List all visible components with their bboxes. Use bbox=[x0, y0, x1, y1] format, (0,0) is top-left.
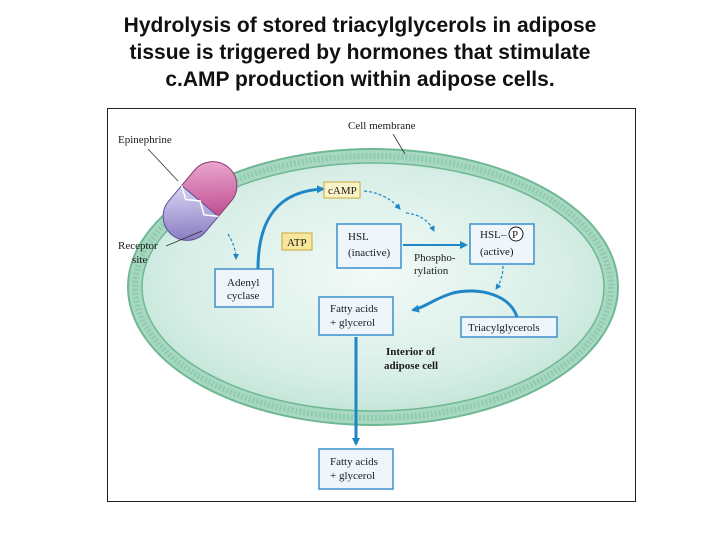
cyclase-to-camp-arrow bbox=[256, 185, 325, 270]
hsl-active-dash: – bbox=[500, 229, 507, 241]
phosphate-label: P bbox=[512, 229, 518, 241]
adenyl-cyclase-box bbox=[214, 268, 274, 308]
receptor-to-cyclase-arrow bbox=[227, 233, 239, 260]
fatty-acids-inside-label-1: Fatty acids bbox=[330, 303, 378, 315]
fatty-acids-outside-label-1: Fatty acids bbox=[330, 456, 378, 468]
triacylglycerols-label: Triacylglycerols bbox=[468, 322, 540, 334]
adenyl-cyclase-label-2: cyclase bbox=[227, 290, 259, 302]
epinephrine-molecule bbox=[162, 161, 238, 241]
atp-label: ATP bbox=[287, 237, 307, 249]
hsl-to-hydrolysis-arrow bbox=[495, 265, 504, 290]
epinephrine-leader bbox=[147, 148, 179, 182]
cell-membrane-leader bbox=[392, 133, 406, 155]
fatty-acids-outside-label-2: + glycerol bbox=[330, 470, 375, 482]
hsl-inactive-label-2: (inactive) bbox=[348, 247, 390, 259]
triacylglycerols-box bbox=[460, 316, 558, 338]
diagram-svg: Epinephrine Cell membrane Receptor site … bbox=[118, 120, 619, 490]
fatty-acids-inside-label-2: + glycerol bbox=[330, 317, 375, 329]
epinephrine-label: Epinephrine bbox=[118, 134, 172, 146]
camp-to-phospho-arrow-2 bbox=[405, 212, 435, 232]
receptor-site-label-1: Receptor bbox=[118, 240, 158, 252]
phosphorylation-label-2: rylation bbox=[414, 265, 449, 277]
phosphate-circle bbox=[508, 226, 524, 242]
fatty-acids-outside-box bbox=[318, 448, 394, 490]
atp-box bbox=[281, 232, 313, 251]
lipolysis-diagram: Epinephrine Cell membrane Receptor site … bbox=[107, 108, 636, 502]
interior-label-2: adipose cell bbox=[384, 360, 438, 372]
adenyl-cyclase-label-1: Adenyl bbox=[227, 277, 259, 289]
receptor-site-label-2: site bbox=[132, 254, 147, 266]
phosphorylation-label-1: Phospho- bbox=[414, 252, 456, 264]
slide-title: Hydrolysis of stored triacylglycerols in… bbox=[60, 12, 660, 93]
hsl-active-box bbox=[469, 223, 535, 265]
hsl-inactive-label-1: HSL bbox=[348, 231, 369, 243]
hydrolysis-arrow bbox=[411, 289, 520, 322]
fatty-acids-inside-box bbox=[318, 296, 394, 336]
receptor-site-leader bbox=[165, 230, 203, 247]
camp-box bbox=[323, 181, 361, 199]
hsl-inactive-box bbox=[336, 223, 402, 269]
camp-to-phospho-arrow-1 bbox=[363, 190, 401, 210]
camp-label: cAMP bbox=[328, 185, 357, 197]
cell-membrane-band bbox=[132, 153, 614, 421]
cell-membrane-label: Cell membrane bbox=[348, 120, 416, 132]
title-line-3: c.AMP production within adipose cells. bbox=[165, 68, 555, 91]
title-line-1: Hydrolysis of stored triacylglycerols in… bbox=[123, 14, 597, 37]
hsl-active-label-1: HSL bbox=[480, 229, 501, 241]
interior-label-1: Interior of bbox=[386, 346, 435, 358]
title-line-2: tissue is triggered by hormones that sti… bbox=[129, 41, 591, 64]
hsl-active-label-2: (active) bbox=[480, 246, 514, 258]
